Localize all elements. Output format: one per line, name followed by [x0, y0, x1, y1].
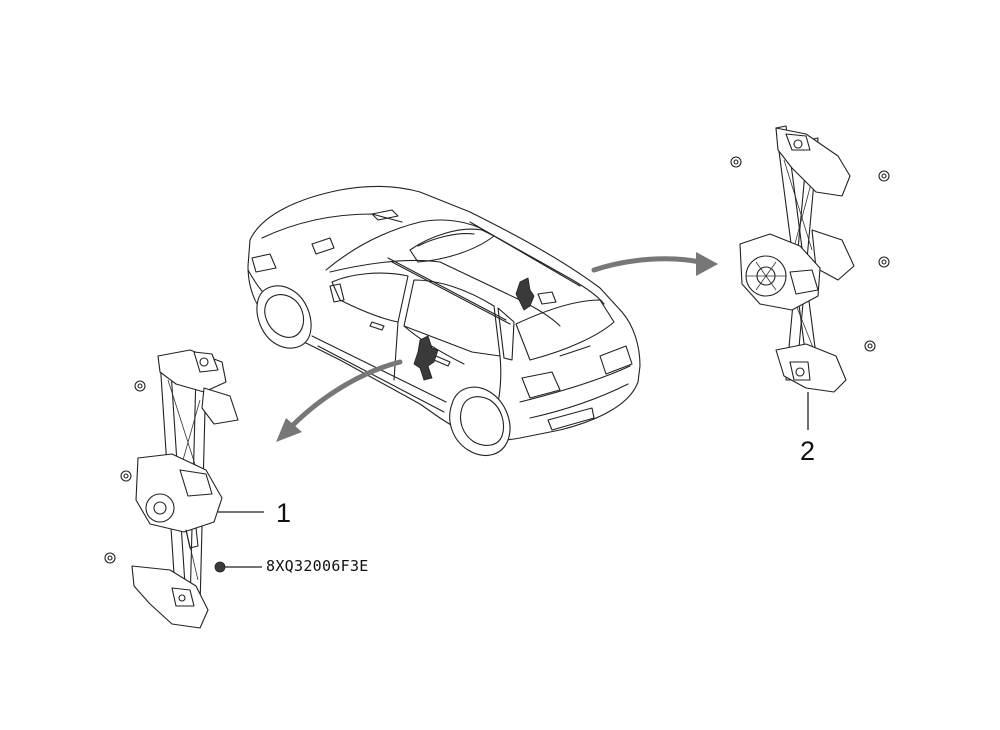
rear-regulator-location-highlight [515, 277, 535, 311]
bolt-icon [134, 380, 146, 392]
bolt-icon [120, 470, 132, 482]
callout-label-1: 1 [276, 498, 292, 528]
window-regulator-part-2 [730, 125, 890, 393]
callout-label-2: 2 [800, 436, 816, 466]
front-regulator-location-highlight [413, 335, 439, 381]
bolt-icon [730, 156, 742, 168]
bolt-icon [104, 552, 116, 564]
part-code-nut-icon [214, 561, 262, 573]
bolt-icon [864, 340, 876, 352]
bolt-icon [878, 170, 890, 182]
part-code-label: 8XQ32006F3E [266, 557, 369, 575]
bolt-icon [878, 256, 890, 268]
suv-vehicle-illustration [247, 185, 641, 456]
pointer-arrows [276, 252, 718, 442]
window-regulator-part-1 [104, 349, 239, 629]
